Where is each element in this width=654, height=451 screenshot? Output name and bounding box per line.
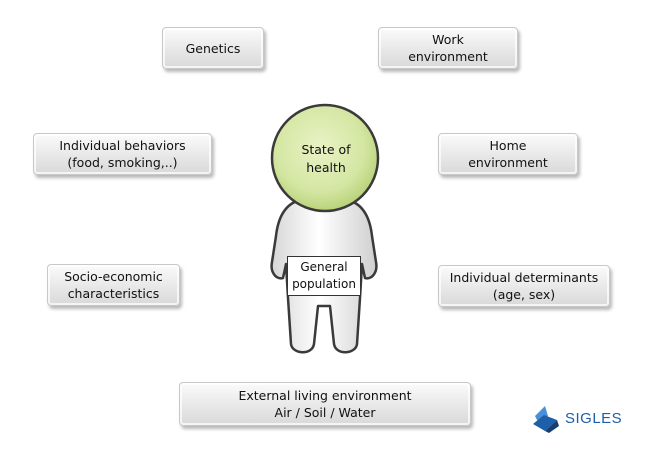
sigles-logo: SIGLES — [531, 402, 622, 434]
individual-behaviors-line1: Individual behaviors — [59, 138, 186, 153]
external-environment-line1: External living environment — [238, 388, 412, 403]
work-environment-line2: environment — [408, 49, 488, 64]
home-environment-box: Home environment — [438, 133, 578, 175]
work-environment-line1: Work — [432, 32, 464, 47]
individual-determinants-line1: Individual determinants — [449, 270, 599, 285]
individual-determinants-box: Individual determinants (age, sex) — [438, 265, 610, 307]
sigles-logo-text: SIGLES — [565, 409, 623, 427]
sigles-logo-icon — [533, 406, 559, 433]
work-environment-box: Work environment — [378, 27, 518, 69]
external-environment-box: External living environment Air / Soil /… — [179, 382, 471, 426]
body-label-line2: population — [292, 277, 356, 291]
individual-determinants-line2: (age, sex) — [492, 287, 556, 302]
head-label-line2: health — [306, 160, 346, 175]
genetics-label: Genetics — [185, 40, 241, 56]
home-environment-line2: environment — [468, 155, 548, 170]
socio-economic-line1: Socio-economic — [64, 269, 163, 284]
socio-economic-line2: characteristics — [67, 286, 160, 301]
individual-behaviors-line2: (food, smoking,..) — [67, 155, 178, 170]
person-head-shape — [270, 103, 380, 213]
external-environment-line2: Air / Soil / Water — [274, 405, 376, 420]
head-label-line1: State of — [301, 142, 351, 157]
state-of-health-label: State of health — [283, 141, 369, 177]
socio-economic-box: Socio-economic characteristics — [47, 264, 180, 306]
body-label-line1: General — [300, 260, 348, 274]
genetics-box: Genetics — [162, 27, 264, 69]
individual-behaviors-box: Individual behaviors (food, smoking,..) — [33, 133, 212, 175]
general-population-label: General population — [287, 256, 361, 296]
home-environment-line1: Home — [489, 138, 527, 153]
